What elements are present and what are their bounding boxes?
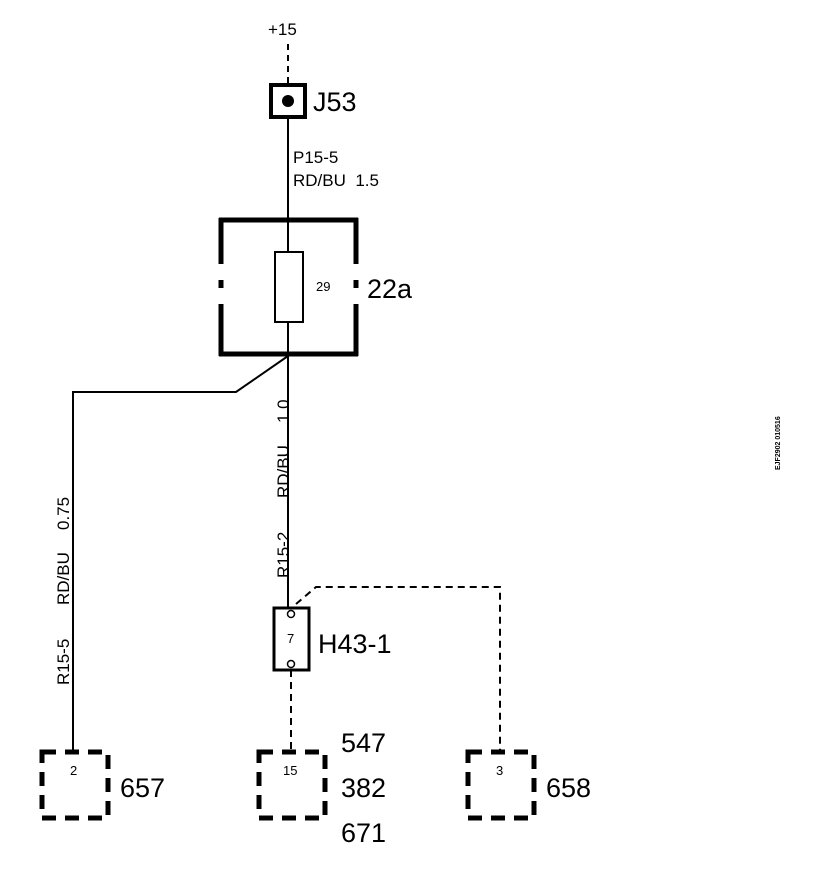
fuse-number: 29 <box>316 279 330 294</box>
connector-h43-1-pin-top <box>286 609 296 619</box>
wire-p15-5-id: P15-5 <box>293 148 338 167</box>
terminal-center-ref-3: 671 <box>341 818 386 848</box>
wire-r15-2-labels: R15-2 RD/BU 1.0 <box>274 399 293 578</box>
wire-r15-2-color: RD/BU <box>274 445 293 498</box>
connector-h43-1-label: H43-1 <box>318 629 392 659</box>
terminal-657-pin: 2 <box>70 763 77 778</box>
terminal-center-box <box>256 749 328 821</box>
connector-j53-dot <box>282 95 294 107</box>
wire-r15-5-color: RD/BU <box>54 552 73 605</box>
terminal-658-box <box>465 749 537 821</box>
connector-h43-1-box <box>272 606 311 672</box>
terminal-658-pin: 3 <box>496 763 503 778</box>
connector-j53-label: J53 <box>313 87 357 117</box>
terminal-657-box <box>39 749 111 821</box>
fuse-box-22a <box>218 217 359 357</box>
connector-h43-1-pin: 7 <box>287 631 294 646</box>
fuse-box-label: 22a <box>367 274 413 304</box>
terminal-658-label: 658 <box>546 773 591 803</box>
wire-r15-2-id: R15-2 <box>274 532 293 578</box>
wire-r15-5-labels: R15-5 RD/BU 0.75 <box>54 497 73 685</box>
wire-r15-5-id: R15-5 <box>54 639 73 685</box>
terminal-center-ref-1: 547 <box>341 728 386 758</box>
terminal-center-pin: 15 <box>283 763 297 778</box>
wire-r15-5 <box>72 355 289 752</box>
supply-label: +15 <box>268 20 297 39</box>
wire-r15-5-size: 0.75 <box>54 497 73 530</box>
connector-h43-1-pin-bottom <box>286 659 296 669</box>
drawing-code: EJF2902 010516 <box>775 416 782 470</box>
wire-p15-5-color-size: RD/BU 1.5 <box>293 171 379 190</box>
wire-r15-2-size: 1.0 <box>274 399 293 423</box>
terminal-center-ref-2: 382 <box>341 773 386 803</box>
dashed-wire-right <box>295 586 501 752</box>
terminal-657-label: 657 <box>120 773 165 803</box>
fuse-symbol <box>274 251 304 323</box>
